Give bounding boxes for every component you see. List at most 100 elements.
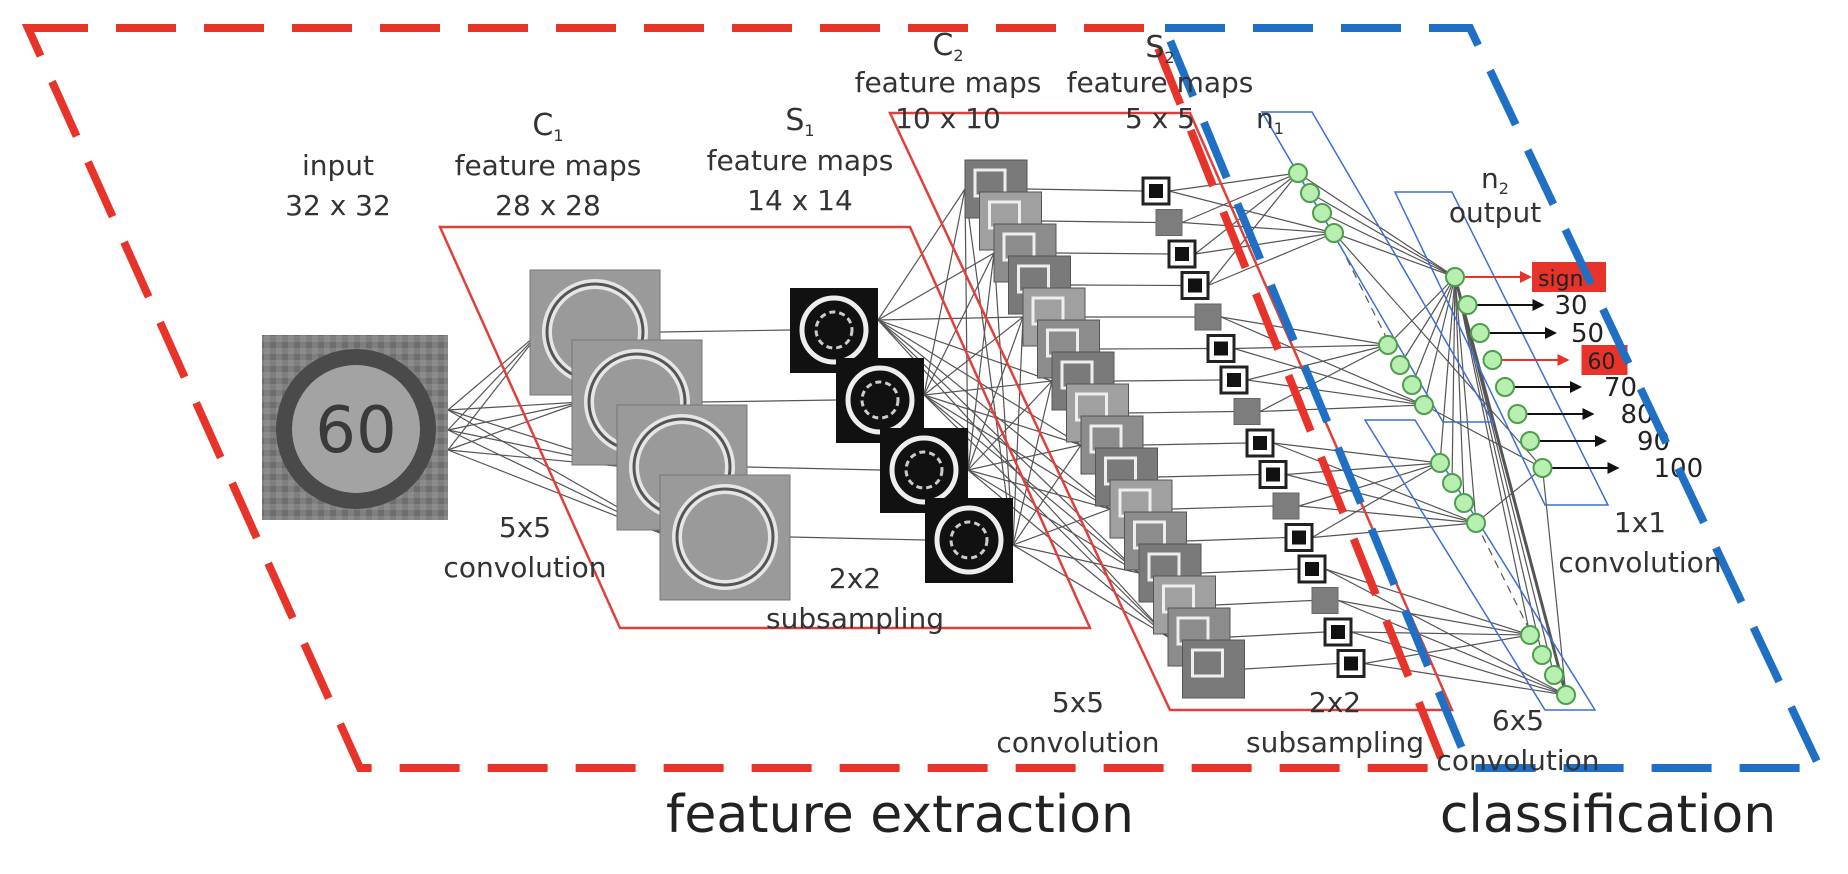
output-highlight-box — [1532, 262, 1606, 292]
s2-map-detail — [1266, 467, 1280, 482]
input-label: input — [302, 149, 374, 182]
connection-line — [1200, 568, 1300, 574]
connection-line — [1324, 568, 1531, 636]
classification-title: classification — [1440, 785, 1776, 845]
connection-line — [923, 316, 1024, 396]
connection-line — [1311, 462, 1441, 539]
connection-line — [1055, 252, 1170, 255]
neuron — [1457, 295, 1478, 315]
connection-line — [923, 380, 1053, 396]
s2-desc-label: feature maps — [1067, 66, 1254, 99]
c1-desc-label: feature maps — [455, 149, 642, 182]
input-image: 60 — [262, 335, 448, 520]
s2-feature-map-stack — [1141, 176, 1366, 678]
connection-line — [1297, 172, 1456, 278]
connection-line — [1309, 192, 1456, 278]
connection-line — [1229, 631, 1326, 638]
connection-line — [967, 469, 1169, 638]
operation-labels: 5x5 convolution 2x2 subsampling 5x5 conv… — [443, 506, 1721, 777]
s2-map-detail — [1292, 530, 1306, 545]
connection-line — [993, 252, 1014, 546]
c2-size-label: 10 x 10 — [895, 102, 1001, 135]
conv2-size-label: 5x5 — [1052, 686, 1104, 719]
neuron — [1324, 223, 1344, 243]
connection-line — [447, 401, 583, 451]
s2-feature-map — [1311, 587, 1339, 614]
s2-feature-map — [1336, 649, 1366, 678]
s2-feature-map — [1194, 303, 1222, 331]
neuron — [1300, 183, 1320, 203]
connection-line — [1363, 634, 1531, 665]
neuron — [1288, 163, 1308, 183]
conv3-size-label: 6x5 — [1492, 704, 1544, 737]
neuron — [1402, 375, 1422, 395]
connection-line — [1026, 188, 1144, 192]
connection-line — [1454, 276, 1477, 524]
s2-map-detail — [1188, 278, 1202, 293]
output-arrow-head — [1557, 354, 1570, 366]
c2-desc-label: feature maps — [855, 66, 1042, 99]
n1-group-box — [1260, 111, 1495, 423]
s1-map-inner-ring — [814, 310, 854, 350]
connection-line — [1272, 442, 1441, 464]
connection-line — [1128, 410, 1235, 414]
connection-line — [1012, 544, 1140, 574]
neurons — [1288, 163, 1576, 705]
connection-line — [1387, 276, 1456, 346]
connection-line — [1454, 276, 1465, 504]
connection-line — [447, 331, 541, 411]
connection-line — [1285, 462, 1441, 476]
n2-group-box — [1393, 191, 1610, 506]
connection-line — [1194, 172, 1299, 255]
connection-line — [967, 316, 1024, 471]
connection-line — [447, 331, 541, 431]
output-class-label: 30 — [1555, 291, 1588, 321]
connection-line — [1194, 232, 1335, 255]
neuron — [1544, 665, 1564, 685]
conv2-name-label: convolution — [996, 726, 1159, 759]
stage-boxes — [438, 111, 1610, 712]
n2-label: n2 — [1481, 162, 1509, 198]
s2-feature-map — [1155, 209, 1183, 236]
conv4-name-label: convolution — [1558, 546, 1721, 579]
neuron — [1507, 404, 1528, 424]
connection-line — [1411, 276, 1456, 386]
connection-line — [923, 252, 995, 396]
feature-extraction-frame — [21, 24, 1451, 772]
neuron — [1442, 473, 1462, 493]
connection-line — [1475, 522, 1543, 656]
sub1-size-label: 2x2 — [829, 562, 881, 595]
connection-line — [1350, 631, 1531, 636]
connection-line — [1324, 568, 1567, 696]
connection-line — [1181, 221, 1335, 234]
connection-line — [1451, 276, 1456, 484]
s1-map-ring — [799, 295, 869, 365]
layer-labels: input 32 x 32 C1 feature maps 28 x 28 S1… — [285, 28, 1541, 229]
output-arrow-head — [1520, 271, 1532, 283]
c2-feature-map-stack — [964, 159, 1245, 699]
connection-line — [1399, 276, 1456, 366]
sub2-name-label: subsampling — [1246, 726, 1424, 759]
neuron — [1495, 377, 1515, 397]
output-class-label: sign — [1538, 267, 1583, 292]
c1-map-ring-shadow — [675, 487, 775, 587]
classification-frame — [1159, 24, 1827, 772]
s2-label: S2 — [1145, 30, 1174, 67]
connection-line — [964, 188, 1014, 546]
c1-s1-stage-box — [438, 225, 1092, 630]
feature-extraction-title: feature extraction — [666, 785, 1134, 845]
connection-line — [1099, 347, 1209, 350]
n1-label: n1 — [1256, 102, 1284, 138]
connection-line — [1453, 276, 1568, 696]
connection-line — [1454, 276, 1543, 656]
sub1-name-label: subsampling — [766, 602, 944, 635]
connection-line — [746, 466, 881, 471]
connection-line — [1220, 316, 1389, 346]
connection-line — [923, 394, 1082, 446]
connection-line — [1333, 232, 1401, 366]
connection-line — [1298, 505, 1477, 524]
s2-size-label: 5 x 5 — [1125, 102, 1195, 135]
connection-line — [1168, 172, 1299, 192]
c1-size-label: 28 x 28 — [495, 189, 601, 222]
connection-line — [1311, 522, 1477, 539]
